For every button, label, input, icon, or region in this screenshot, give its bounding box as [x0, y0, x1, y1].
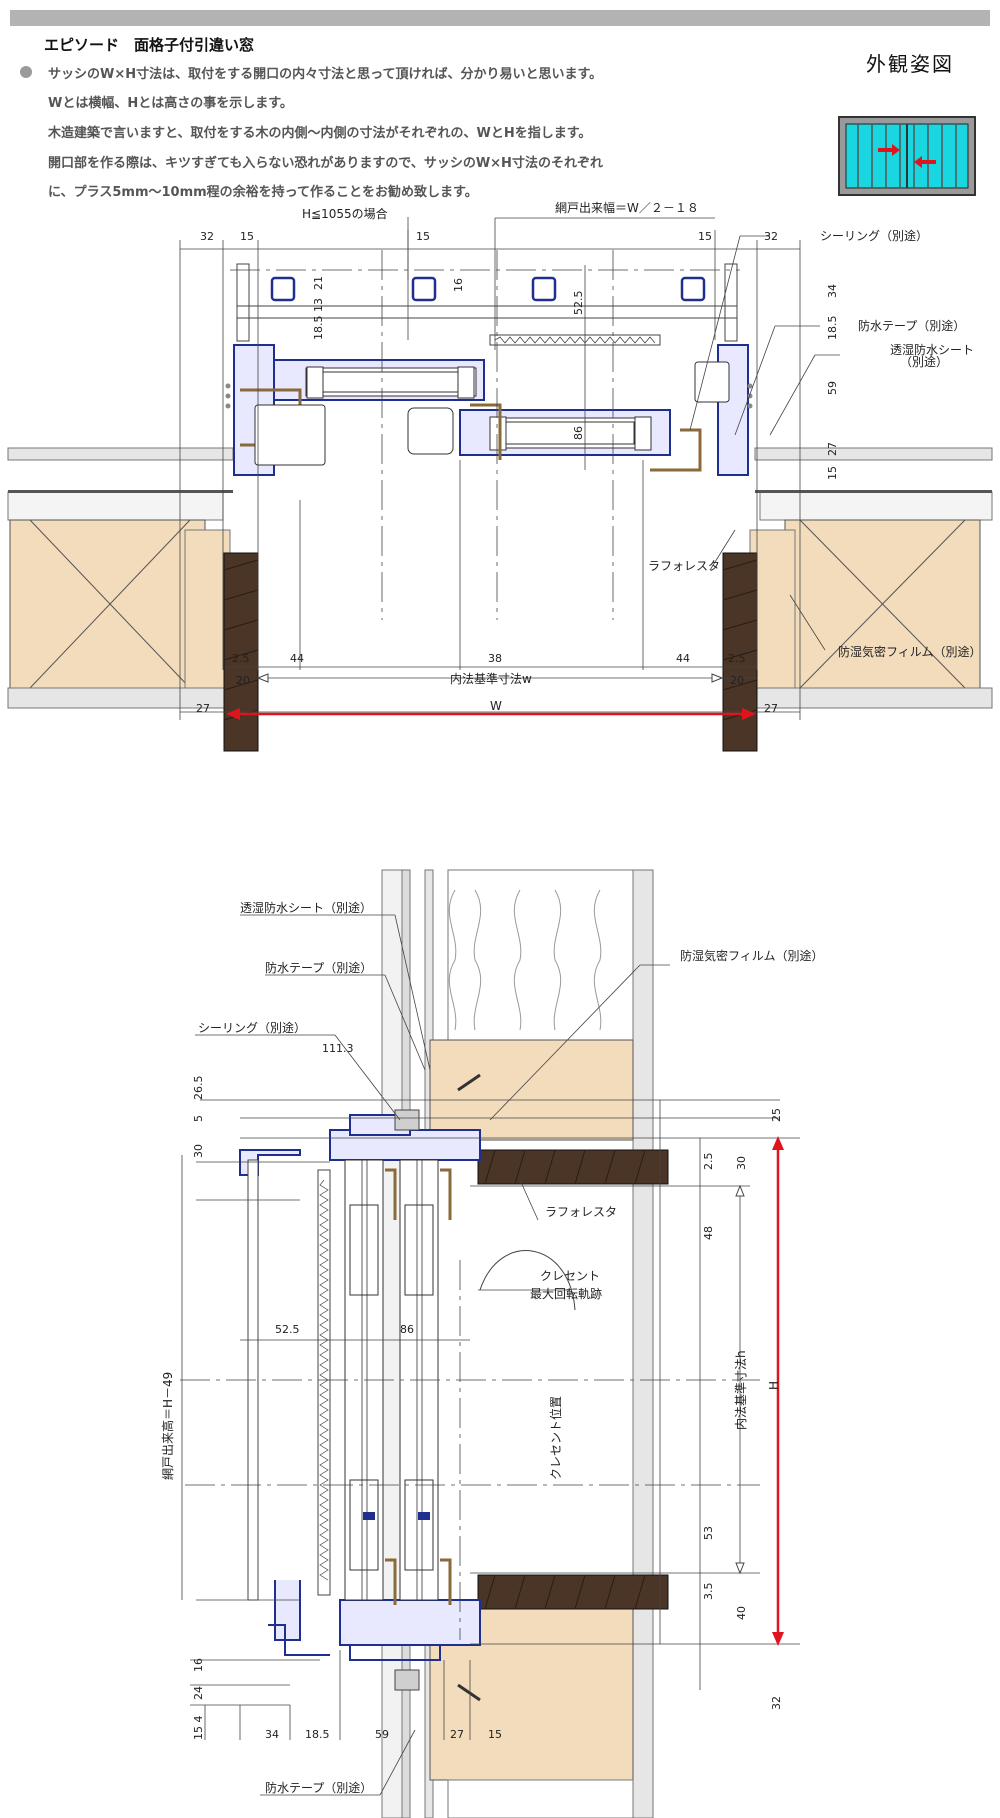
arrow-right-icon [878, 144, 900, 156]
crescent-position-label: クレセント位置 [548, 1396, 563, 1480]
dim-2-5: 2.5 [702, 1153, 715, 1171]
dim-48: 48 [702, 1226, 715, 1240]
plan-wall-outer-right [754, 447, 993, 461]
crescent-label-2: 最大回転軌跡 [530, 1286, 602, 1301]
plan-screen-width-label: 網戸出来幅＝W／２－１８ [555, 200, 699, 215]
dim-20-left: 20 [236, 674, 250, 687]
dim-26-5: 26.5 [192, 1076, 205, 1101]
exterior-view-thumbnail [838, 116, 976, 196]
dim-86: 86 [572, 426, 585, 440]
dim-15-mid: 15 [416, 230, 430, 243]
dim-24: 24 [192, 1686, 205, 1700]
plan-sealing-label: シーリング（別途） [820, 228, 928, 243]
grille-bar-1 [270, 276, 296, 302]
section-lath-label: ラフォレスタ [545, 1205, 617, 1219]
dim-32-left: 32 [200, 230, 214, 243]
dim-53: 53 [702, 1526, 715, 1540]
dim-32-right: 32 [764, 230, 778, 243]
plan-film-label: 防湿気密フィルム（別途） [838, 644, 982, 659]
dim-27-left: 27 [196, 702, 210, 715]
dim-30-right: 30 [735, 1156, 748, 1170]
dim-34: 34 [265, 1728, 279, 1741]
dim-27-right: 27 [764, 702, 778, 715]
description-line-1: サッシのW×H寸法は、取付をする開口の内々寸法と思って頂ければ、分かり易いと思い… [48, 67, 603, 82]
section-H-label: H [767, 1381, 781, 1390]
page-title: エピソード 面格子付引違い窓 [44, 36, 255, 54]
exterior-view-title: 外観姿図 [866, 52, 954, 76]
plan-tape-label: 防水テープ（別途） [858, 318, 965, 333]
section-sealing-label: シーリング（別途） [198, 1020, 306, 1035]
description-line-4: 開口部を作る際は、キツすぎても入らない恐れがありますので、サッシのW×H寸法のそ… [48, 156, 603, 171]
plan-lath-label: ラフォレスタ [648, 559, 720, 573]
dim-38: 38 [488, 652, 502, 665]
description-line-3: 木造建築で言いますと、取付をする木の内側～内側の寸法がそれぞれの、WとHを指しま… [48, 126, 592, 141]
dim-16: 16 [192, 1658, 205, 1672]
dim-86: 86 [400, 1323, 414, 1336]
section-tape-top-label: 防水テープ（別途） [265, 960, 372, 975]
dim-15: 15 [488, 1728, 502, 1741]
arrow-left-icon [914, 156, 936, 168]
dim-111-3: 111.3 [322, 1042, 354, 1055]
dim-52-5: 52.5 [275, 1323, 300, 1336]
dim-3-5: 3.5 [702, 1583, 715, 1601]
plan-wall-outer-left [7, 447, 234, 461]
section-inner-h-label: 内法基準寸法h [733, 1350, 748, 1430]
wood-header [429, 1039, 634, 1141]
horizontal-section-drawing: H≦1055の場合 網戸出来幅＝W／２－１８ シーリング（別途） 防水テープ（別… [7, 200, 993, 752]
plan-sheet-label-2: （別途） [900, 354, 948, 369]
dim-15-left: 15 [240, 230, 254, 243]
dim-52-5: 52.5 [572, 291, 585, 316]
dim-20-right: 20 [730, 674, 744, 687]
dim-21: 21 [312, 276, 325, 290]
dim-44-right: 44 [676, 652, 690, 665]
dim-25: 25 [770, 1108, 783, 1122]
section-tape-bottom-label: 防水テープ（別途） [265, 1780, 372, 1795]
plan-inner-w-label: 内法基準寸法w [450, 671, 532, 686]
description-line-2: Wとは横幅、Hとは高さの事を示します。 [48, 96, 293, 111]
bullet-icon [20, 66, 32, 78]
grille-bar-2 [411, 276, 437, 302]
crescent-label-1: クレセント [540, 1269, 600, 1283]
dim-18-5: 18.5 [305, 1728, 330, 1741]
dim-44-left: 44 [290, 652, 304, 665]
section-sheet-label: 透湿防水シート（別途） [240, 900, 372, 915]
dim-15-4: 15 4 [192, 1716, 205, 1741]
section-film-label: 防湿気密フィルム（別途） [680, 948, 824, 963]
dim-32: 32 [770, 1696, 783, 1710]
plan-h-note: H≦1055の場合 [302, 206, 388, 221]
frame-sill [339, 1599, 481, 1646]
dim-27: 27 [450, 1728, 464, 1741]
dim-15-bottom: 15 [826, 466, 839, 480]
dim-16: 16 [452, 278, 465, 292]
dim-30-left: 30 [192, 1144, 205, 1158]
screen-height-label: 網戸出来高＝H－49 [160, 1372, 175, 1480]
dim-15-right: 15 [698, 230, 712, 243]
dim-5: 5 [192, 1115, 205, 1122]
grille-bar-4 [680, 276, 706, 302]
plan-W-label: W [490, 699, 502, 713]
screw-icon [457, 1073, 481, 1092]
description-line-5: に、プラス5mm～10mm程の余裕を持って作ることをお勧め致します。 [48, 185, 478, 200]
dim-2-5-right: 2.5 [728, 652, 746, 665]
header-bar [10, 10, 990, 26]
wood-stud-left [9, 519, 206, 689]
dim-59: 59 [375, 1728, 389, 1741]
dim-18-5-13: 18.5 13 [312, 298, 325, 340]
dim-40: 40 [735, 1606, 748, 1620]
dim-18-5: 18.5 [826, 316, 839, 341]
grille-bar-3 [531, 276, 557, 302]
plan-sheet-label-1: 透湿防水シート [890, 342, 974, 357]
dim-59: 59 [826, 381, 839, 395]
dim-27: 27 [826, 442, 839, 456]
insulation-top [447, 869, 634, 1041]
dim-34: 34 [826, 284, 839, 298]
vertical-section-drawing: 透湿防水シート（別途） 防水テープ（別途） 防湿気密フィルム（別途） シーリング… [160, 869, 824, 1818]
dim-2-5-left: 2.5 [232, 652, 250, 665]
